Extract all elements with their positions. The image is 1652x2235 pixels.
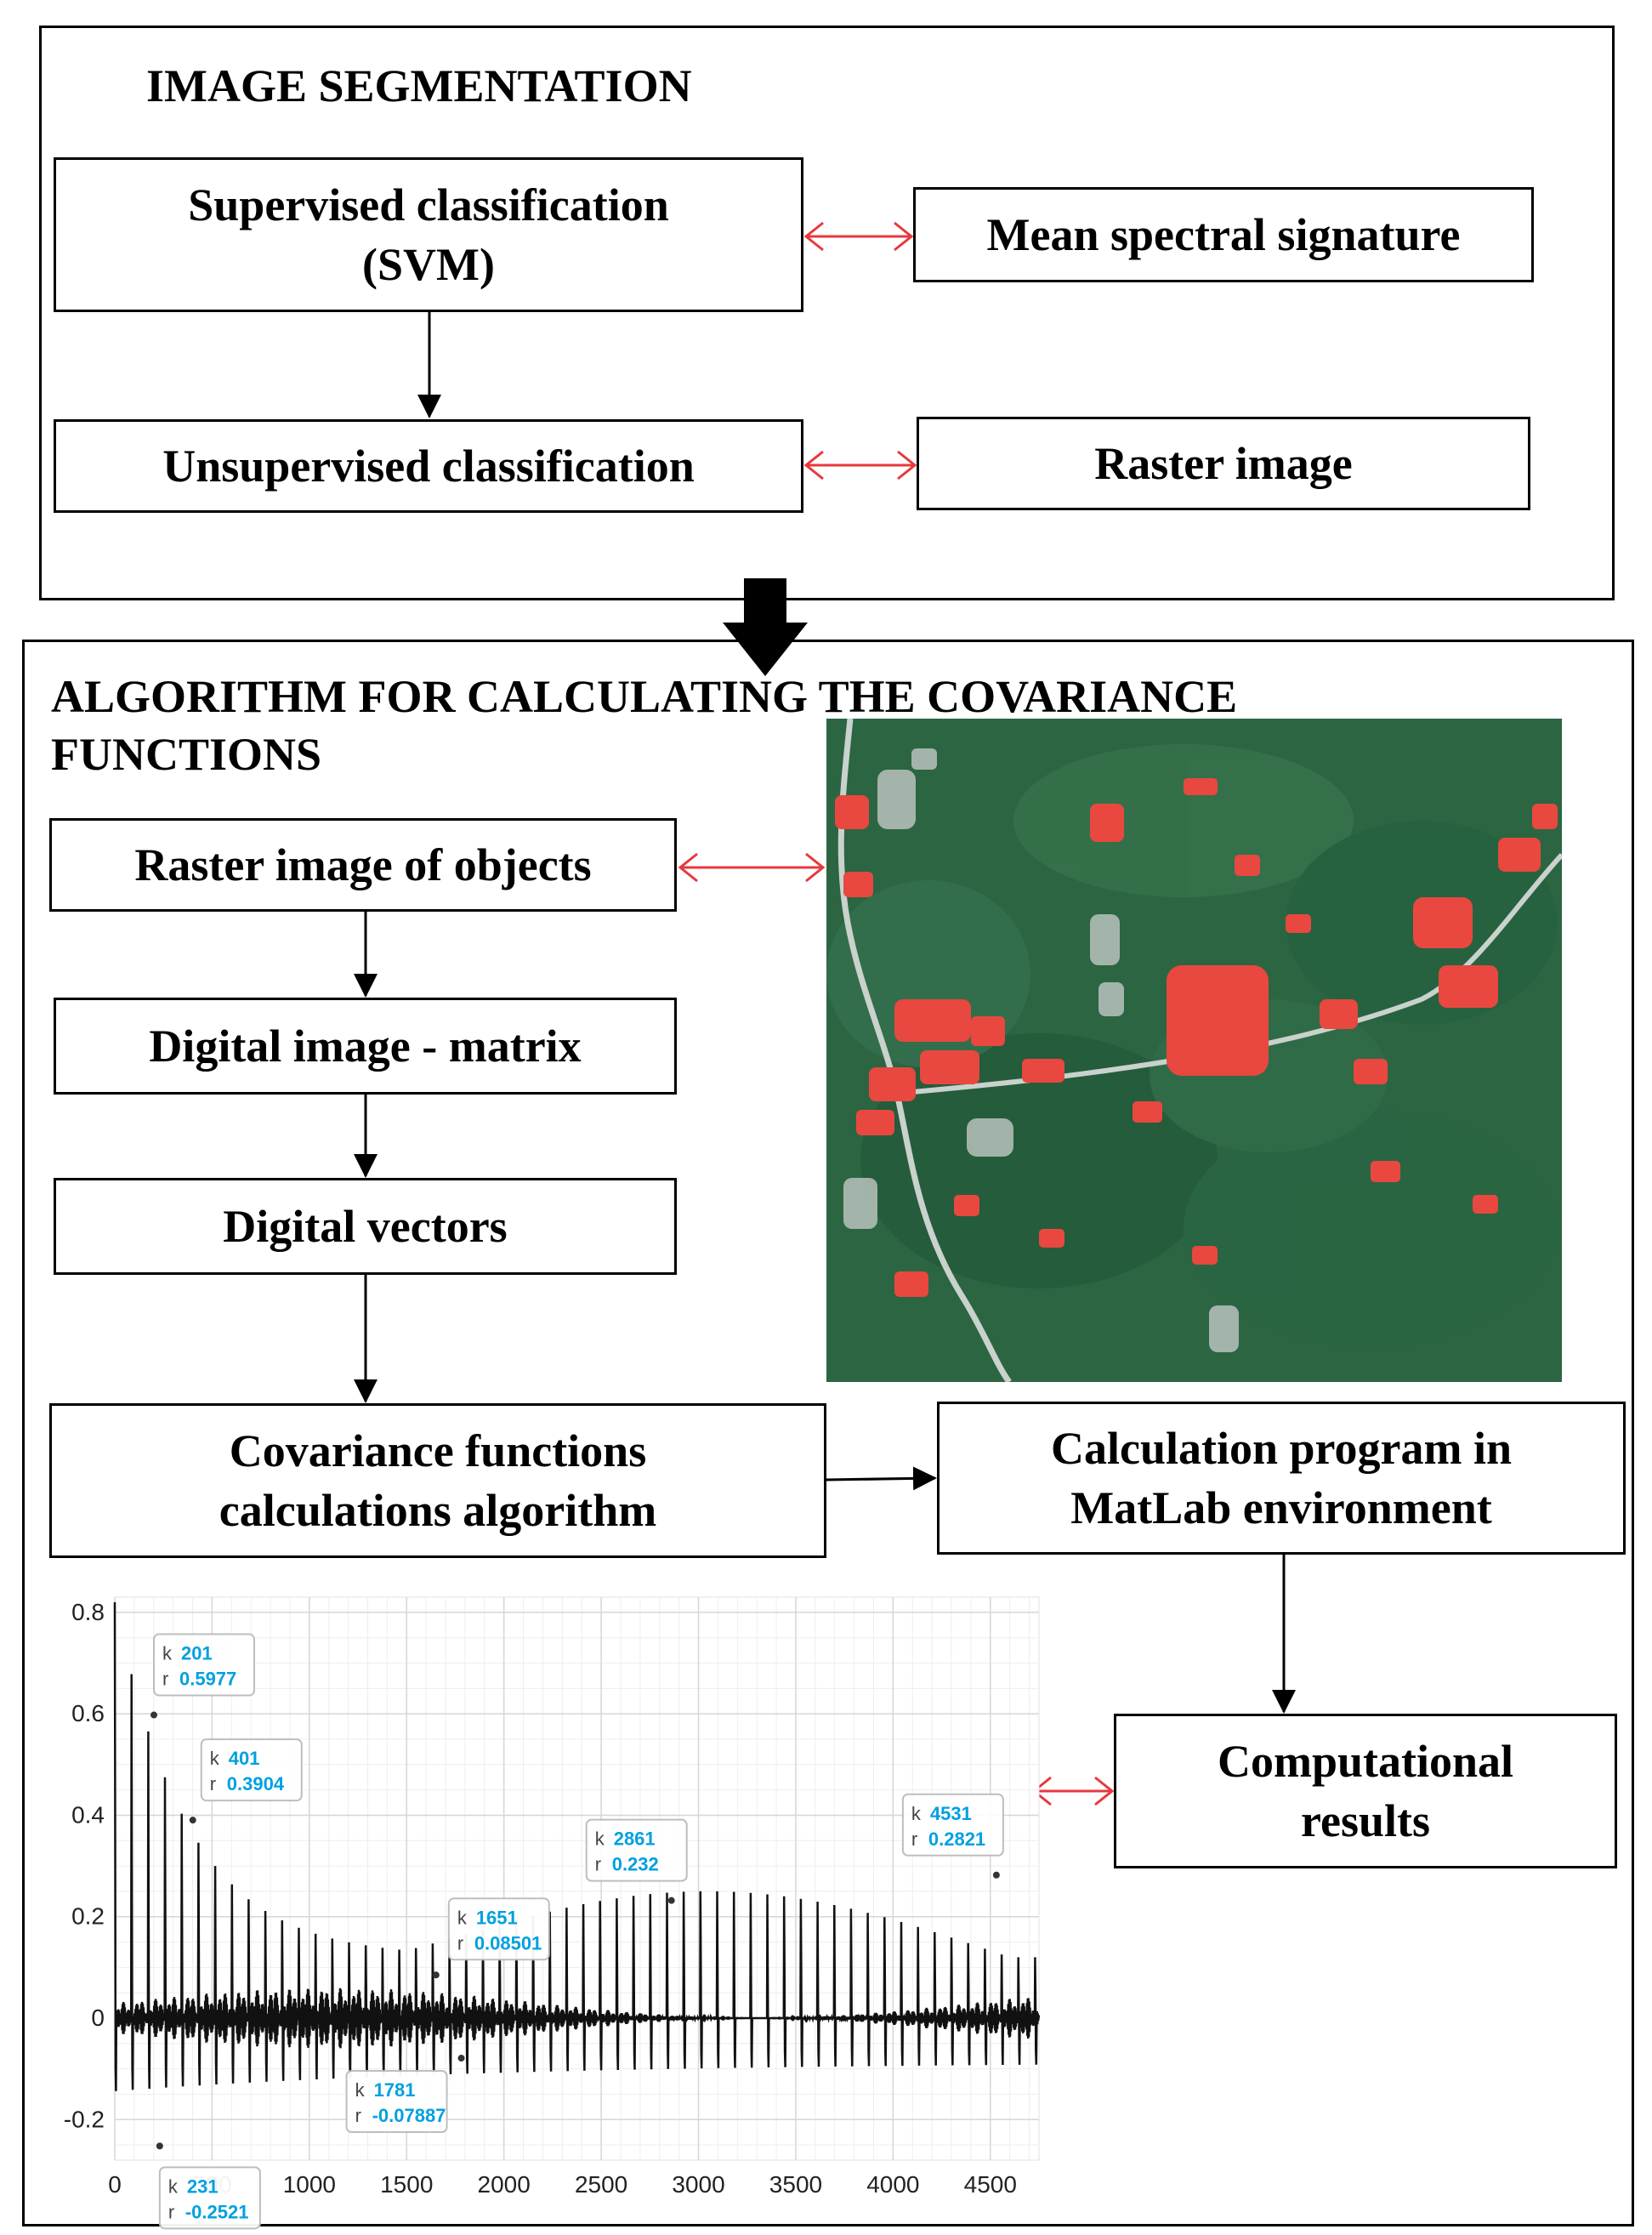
plot-area xyxy=(114,1596,1040,2161)
covariance-algorithm-box: Covariance functions calculations algorit… xyxy=(49,1403,826,1558)
satellite-map-image xyxy=(826,719,1562,1382)
datatip-r-value: 0.232 xyxy=(612,1854,659,1875)
covariance-line-1: Covariance functions xyxy=(229,1425,647,1476)
datatip-r-label: r xyxy=(457,1932,463,1953)
y-tick-label: 0 xyxy=(91,2005,105,2031)
mean-signature-label: Mean spectral signature xyxy=(986,209,1461,260)
covariance-line-2: calculations algorithm xyxy=(219,1485,657,1536)
x-tick-label: 3500 xyxy=(769,2171,822,2198)
double-arrow-unsupervised-raster xyxy=(803,450,917,481)
datatip-r-value: 0.2821 xyxy=(928,1828,985,1850)
datatip-k-label: k xyxy=(595,1828,605,1850)
covariance-series-line xyxy=(113,1601,1041,2091)
datatip-k-label: k xyxy=(457,1907,468,1928)
datatip-r-value: -0.2521 xyxy=(185,2201,249,2222)
datatip-k-label: k xyxy=(162,1643,173,1664)
detected-objects xyxy=(835,778,1558,1297)
datatip-r-value: 0.5977 xyxy=(179,1669,236,1690)
computational-results-box: Computational results xyxy=(1114,1714,1617,1868)
datatip-box xyxy=(447,1897,550,1961)
datatip-marker xyxy=(992,1871,1000,1879)
clearings xyxy=(843,748,1239,1352)
flow-arrows xyxy=(354,312,1296,1714)
x-tick-label: 4000 xyxy=(866,2171,919,2198)
y-tick-label: 0.6 xyxy=(71,1700,105,1726)
datatip-box xyxy=(345,2070,448,2134)
y-tick-label: 0.4 xyxy=(71,1801,105,1828)
matlab-line-1: Calculation program in xyxy=(1050,1423,1513,1474)
digital-vectors-box: Digital vectors xyxy=(54,1178,677,1275)
datatip-box xyxy=(152,1633,255,1697)
results-line-2: results xyxy=(1300,1795,1430,1846)
datatip-k-value: 2861 xyxy=(614,1828,656,1850)
raster-objects-label: Raster image of objects xyxy=(134,839,592,890)
double-arrow-raster-objects-image xyxy=(678,852,826,883)
datatip-k-value: 201 xyxy=(181,1643,213,1664)
satellite-map-svg xyxy=(826,719,1562,1382)
arrow-covariance-to-matlab xyxy=(826,1466,937,1491)
raster-image-of-objects-box: Raster image of objects xyxy=(49,818,677,912)
digital-image-matrix-box: Digital image - matrix xyxy=(54,998,677,1095)
x-tick-label: 1500 xyxy=(380,2171,433,2198)
x-tick-label: 1000 xyxy=(283,2171,336,2198)
x-tick-label: 4500 xyxy=(964,2171,1017,2198)
datatip-k-value: 4531 xyxy=(930,1803,972,1824)
digital-matrix-label: Digital image - matrix xyxy=(149,1021,582,1072)
datatip-k-label: k xyxy=(210,1748,220,1769)
unsupervised-classification-box: Unsupervised classification xyxy=(54,419,803,513)
algorithm-title-line-2: FUNCTIONS xyxy=(51,729,322,780)
y-tick-label: 0.8 xyxy=(71,1599,105,1625)
datatip-k-value: 1651 xyxy=(476,1907,518,1928)
datatip-box xyxy=(585,1818,688,1882)
matlab-line-2: MatLab environment xyxy=(1070,1482,1492,1533)
datatip-marker xyxy=(667,1897,675,1904)
datatip-k-value: 401 xyxy=(229,1748,260,1769)
raster-image-label: Raster image xyxy=(1094,438,1353,489)
y-tick-label: 0.2 xyxy=(71,1903,105,1930)
datatip-r-label: r xyxy=(911,1828,917,1850)
datatip-box xyxy=(200,1738,303,1802)
datatip-marker xyxy=(432,1971,440,1979)
datatip-k-label: k xyxy=(355,2079,366,2101)
datatip-r-value: 0.3904 xyxy=(227,1773,285,1794)
big-down-arrow xyxy=(723,578,808,676)
supervised-classification-box: Supervised classification (SVM) xyxy=(54,157,803,312)
datatip-r-label: r xyxy=(595,1854,601,1875)
mean-spectral-signature-box: Mean spectral signature xyxy=(913,187,1534,282)
datatip-marker xyxy=(189,1817,196,1824)
raster-image-box: Raster image xyxy=(917,417,1530,510)
image-segmentation-frame xyxy=(39,26,1615,600)
x-tick-label: 2500 xyxy=(575,2171,627,2198)
datatip-r-value: -0.07887 xyxy=(372,2105,446,2126)
segmentation-title: IMAGE SEGMENTATION xyxy=(146,60,692,111)
datatip-r-label: r xyxy=(355,2105,361,2126)
datatip-k-value: 231 xyxy=(187,2175,219,2197)
datatip-r-label: r xyxy=(210,1773,216,1794)
x-tick-label: 0 xyxy=(108,2171,122,2198)
datatip-marker xyxy=(156,2142,163,2150)
matlab-program-box: Calculation program in MatLab environment xyxy=(937,1402,1626,1555)
x-tick-label: 2000 xyxy=(478,2171,531,2198)
supervised-line-2: (SVM) xyxy=(362,239,495,290)
datatip-box xyxy=(158,2166,261,2230)
algorithm-title-line-1: ALGORITHM FOR CALCULATING THE COVARIANCE xyxy=(51,671,1238,722)
datatip-marker xyxy=(150,1711,157,1719)
datatip-r-label: r xyxy=(168,2201,174,2222)
datatip-k-value: 1781 xyxy=(374,2079,416,2101)
datatip-k-label: k xyxy=(911,1803,922,1824)
digital-vectors-label: Digital vectors xyxy=(223,1201,508,1252)
unsupervised-label: Unsupervised classification xyxy=(162,441,695,492)
datatip-box xyxy=(901,1793,1004,1857)
datatip-k-label: k xyxy=(168,2175,179,2197)
datatip-r-value: 0.08501 xyxy=(474,1932,542,1953)
double-arrow-supervised-mean xyxy=(803,221,914,252)
x-tick-label: 3000 xyxy=(672,2171,724,2198)
y-tick-label: -0.2 xyxy=(64,2106,105,2132)
datatip-r-label: r xyxy=(162,1669,168,1690)
algorithm-frame xyxy=(22,640,1634,2226)
datatip-marker xyxy=(457,2055,465,2062)
supervised-line-1: Supervised classification xyxy=(188,179,669,230)
results-line-1: Computational xyxy=(1217,1736,1514,1787)
